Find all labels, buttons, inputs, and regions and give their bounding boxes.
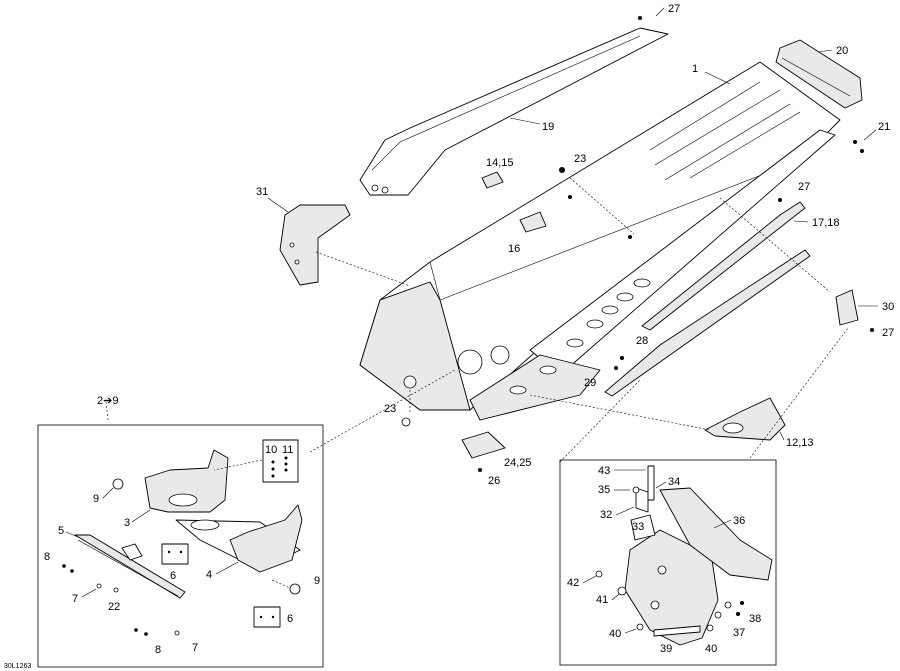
inset-left-2-9: 2➔9 10 11 9 3 5 <box>37 395 324 668</box>
callout-30: 30 <box>882 301 894 313</box>
assembly-lines <box>105 177 849 463</box>
callout-21: 21 <box>878 121 890 133</box>
callout-27-right: 27 <box>798 181 810 193</box>
callout-40-left: 40 <box>609 628 621 640</box>
callout-41: 41 <box>596 594 608 606</box>
callout-5: 5 <box>58 525 64 537</box>
callout-7-left: 7 <box>72 593 78 605</box>
callout-38: 38 <box>749 613 761 625</box>
callout-32: 32 <box>600 509 612 521</box>
callout-11: 11 <box>282 444 293 456</box>
bracket-part-30 <box>835 289 859 326</box>
callout-42: 42 <box>567 577 579 589</box>
callout-31: 31 <box>256 186 268 198</box>
callout-20: 20 <box>836 45 848 57</box>
callout-37: 37 <box>733 627 745 639</box>
callout-19: 19 <box>542 121 554 133</box>
running-board-part-17-18 <box>604 201 811 397</box>
callout-43: 43 <box>598 465 610 477</box>
callout-28: 28 <box>636 335 648 347</box>
tunnel-top-cover-part-19 <box>359 27 669 196</box>
callout-26: 26 <box>488 475 500 487</box>
inset-right-32-43: 43 35 34 32 36 33 42 41 38 37 40 39 40 <box>559 459 777 666</box>
callout-7-right: 7 <box>192 642 198 654</box>
callout-4: 4 <box>206 569 212 581</box>
callout-8-bottom: 8 <box>155 644 161 656</box>
callout-35: 35 <box>598 484 610 496</box>
callout-17-18: 17,18 <box>812 217 840 229</box>
callouts-main: 27 1 20 21 19 14,15 23 16 31 27 17,18 30… <box>256 3 894 487</box>
small-bracket-part-14-15 <box>481 171 504 189</box>
tunnel-chassis-part-1 <box>359 61 841 411</box>
callout-6-bottom: 6 <box>287 613 293 625</box>
callout-8-top: 8 <box>44 551 50 563</box>
tunnel-side-rail <box>469 129 836 421</box>
step-plate-part-24-25 <box>461 431 506 459</box>
front-bracket-part-31 <box>279 204 351 286</box>
callout-29: 29 <box>584 377 596 389</box>
callout-23-bottom: 23 <box>384 403 396 415</box>
callout-36: 36 <box>733 515 745 527</box>
callout-1: 1 <box>692 63 698 75</box>
callout-10: 10 <box>265 444 277 456</box>
callout-12-13: 12,13 <box>786 437 814 449</box>
callout-6-top: 6 <box>170 570 176 582</box>
callout-34: 34 <box>668 476 680 488</box>
callout-9-bottom: 9 <box>314 575 320 587</box>
callout-40-right: 40 <box>705 643 717 655</box>
callout-2-9: 2➔9 <box>97 395 118 407</box>
callout-9-top: 9 <box>93 493 99 505</box>
callout-39: 39 <box>660 643 672 655</box>
reference-code: 30L1263 <box>4 663 31 670</box>
callout-22: 22 <box>108 601 120 613</box>
fasteners <box>401 16 874 472</box>
small-bracket-part-16 <box>519 211 547 233</box>
callout-16: 16 <box>508 243 520 255</box>
callout-3: 3 <box>124 517 130 529</box>
callout-24-25: 24,25 <box>504 457 532 469</box>
footrest-part-12-13 <box>704 397 786 441</box>
callout-33: 33 <box>632 521 644 533</box>
callout-14-15: 14,15 <box>486 157 514 169</box>
callout-27-bottom: 27 <box>882 327 894 339</box>
rear-bumper-part-20 <box>775 39 863 109</box>
callout-27: 27 <box>668 3 680 15</box>
callout-23-top: 23 <box>574 153 586 165</box>
